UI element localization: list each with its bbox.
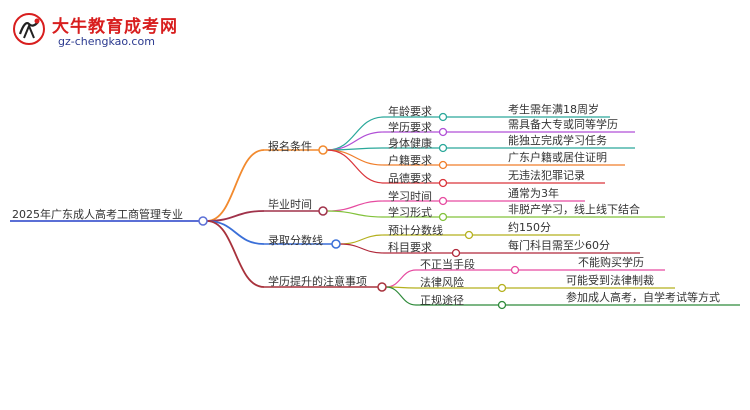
- child-node-dot[interactable]: [510, 265, 520, 275]
- root-label: 2025年广东成人高考工商管理专业: [12, 207, 183, 221]
- detail-label: 约150分: [508, 221, 551, 234]
- detail-label: 无违法犯罪记录: [508, 168, 585, 182]
- child-label: 年龄要求: [388, 104, 432, 118]
- branch-node-dot[interactable]: [318, 145, 328, 155]
- child-label: 学历要求: [388, 120, 432, 134]
- branch-edge: [206, 149, 265, 222]
- detail-label: 参加成人高考，自学考试等方式: [566, 290, 720, 304]
- child-label: 品德要求: [388, 171, 432, 185]
- child-node-dot[interactable]: [438, 127, 448, 137]
- branch-node-dot[interactable]: [377, 282, 387, 292]
- child-node-dot[interactable]: [451, 248, 461, 258]
- site-name[interactable]: 大牛教育成考网: [52, 17, 178, 37]
- detail-label: 通常为3年: [508, 186, 559, 200]
- child-label: 法律风险: [420, 275, 464, 289]
- child-label: 正规途径: [420, 293, 464, 307]
- child-node-dot[interactable]: [497, 283, 507, 293]
- site-url[interactable]: gz-chengkao.com: [58, 35, 155, 48]
- branch-label: 毕业时间: [268, 198, 312, 211]
- detail-label: 需具备大专或同等学历: [508, 117, 618, 131]
- child-node-dot[interactable]: [438, 143, 448, 153]
- child-label: 户籍要求: [388, 153, 432, 167]
- detail-label: 广东户籍或居住证明: [508, 150, 607, 164]
- child-label: 科目要求: [388, 240, 432, 254]
- child-edge: [339, 243, 385, 254]
- child-node-dot[interactable]: [497, 300, 507, 310]
- branch-node-dot[interactable]: [318, 206, 328, 216]
- child-label: 学习形式: [388, 205, 432, 219]
- branch-edge: [206, 220, 265, 245]
- child-edge: [326, 131, 385, 151]
- child-edge: [326, 200, 385, 212]
- child-node-dot[interactable]: [438, 160, 448, 170]
- site-header: 大牛教育成考网 gz-chengkao.com: [12, 10, 212, 54]
- branch-label: 报名条件: [268, 139, 312, 153]
- branch-label: 学历提升的注意事项: [268, 274, 367, 288]
- child-label: 不正当手段: [420, 257, 475, 271]
- detail-label: 可能受到法律制裁: [566, 273, 654, 287]
- detail-label: 能独立完成学习任务: [508, 133, 607, 147]
- child-edge: [385, 286, 417, 306]
- detail-label: 每门科目需至少60分: [508, 238, 610, 252]
- logo-icon: [13, 13, 45, 45]
- child-edge: [326, 149, 385, 166]
- child-node-dot[interactable]: [438, 196, 448, 206]
- child-label: 身体健康: [388, 136, 432, 150]
- child-edge: [326, 116, 385, 151]
- child-node-dot[interactable]: [438, 212, 448, 222]
- child-edge: [326, 210, 385, 218]
- child-label: 预计分数线: [388, 223, 443, 237]
- detail-label: 不能购买学历: [578, 255, 644, 269]
- detail-label: 非脱产学习，线上线下结合: [508, 202, 640, 216]
- child-node-dot[interactable]: [438, 112, 448, 122]
- child-node-dot[interactable]: [464, 230, 474, 240]
- child-label: 学习时间: [388, 189, 432, 203]
- child-edge: [385, 269, 417, 288]
- branch-edge: [206, 220, 265, 288]
- branch-label: 录取分数线: [268, 233, 323, 247]
- root-node-dot[interactable]: [198, 216, 208, 226]
- child-edge: [326, 149, 385, 184]
- child-node-dot[interactable]: [438, 178, 448, 188]
- detail-label: 考生需年满18周岁: [508, 102, 599, 116]
- branch-node-dot[interactable]: [331, 239, 341, 249]
- child-edge: [339, 234, 385, 245]
